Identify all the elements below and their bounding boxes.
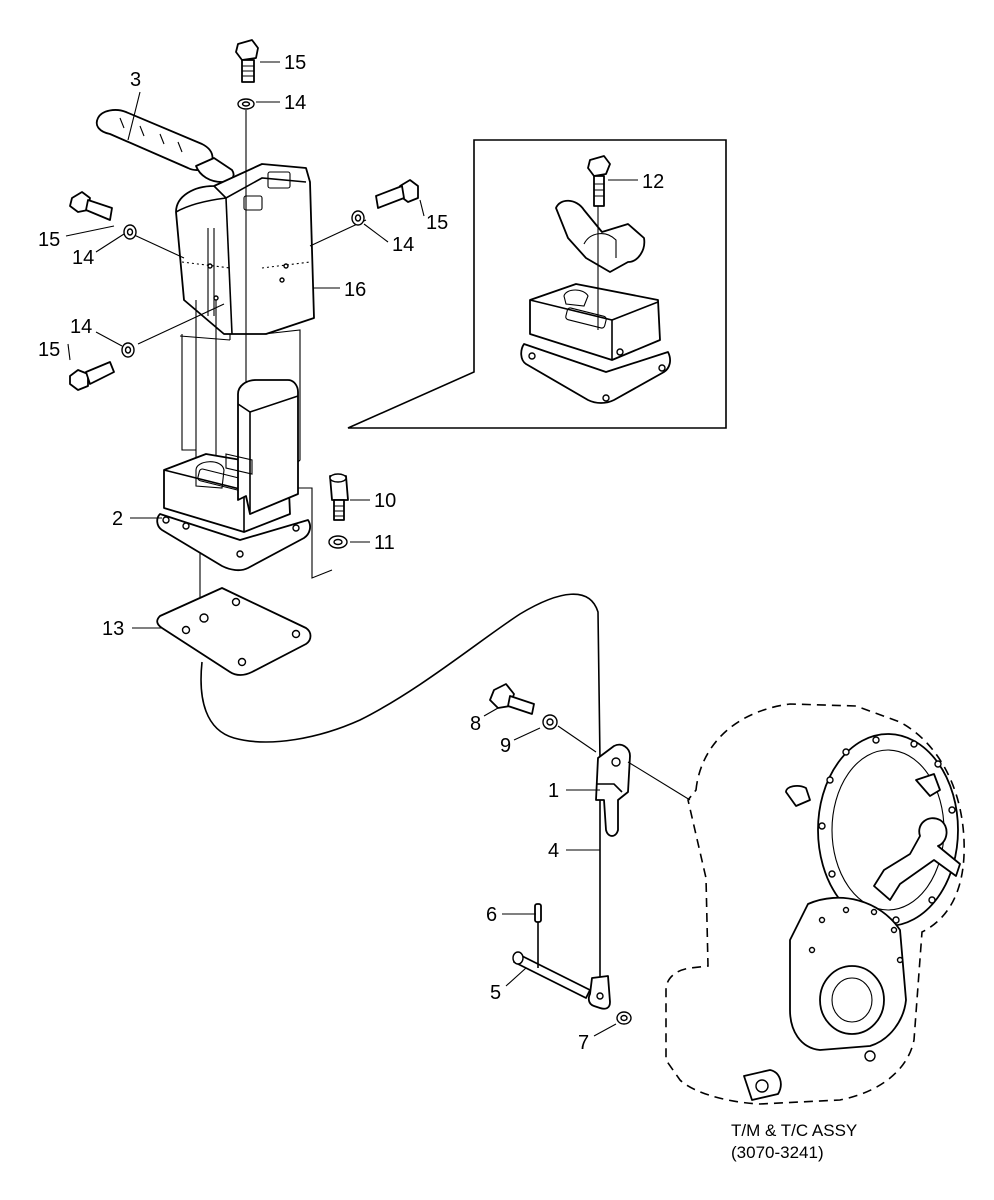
callout-14-left-upper: 14: [72, 247, 94, 269]
callout-10: 10: [374, 490, 396, 512]
callout-13: 13: [102, 618, 124, 640]
lever-housing: [175, 163, 315, 335]
assembly-label: T/M & T/C ASSY (3070-3241): [731, 1121, 857, 1162]
clevis-pin: [512, 951, 591, 999]
washer-14-right: [351, 210, 365, 226]
cable-yoke-end: [587, 975, 611, 1010]
callout-14-right: 14: [392, 234, 414, 256]
washer-14-left-upper: [123, 224, 137, 240]
washer-9: [542, 714, 597, 753]
callout-6: 6: [486, 904, 497, 926]
bolt-15-top: [235, 39, 259, 83]
callout-labels: 15 14 3 15 14 15 14 16 14 15 12 10 11 2 …: [38, 52, 664, 1054]
assembly-label-line2: (3070-3241): [731, 1143, 824, 1162]
callout-12: 12: [642, 171, 664, 193]
transmission-assembly: [627, 703, 965, 1105]
mounting-plate: [156, 587, 312, 676]
callout-9: 9: [500, 735, 511, 757]
callout-1: 1: [548, 780, 559, 802]
callout-4: 4: [548, 840, 559, 862]
callout-14-top: 14: [284, 92, 306, 114]
callout-8: 8: [470, 713, 481, 735]
bolt-15-right: [375, 179, 419, 209]
cable-clip: [595, 743, 631, 837]
washer-14-left-lower: [121, 342, 135, 358]
shift-lever-handle: [95, 109, 235, 183]
detail-inset: [347, 139, 727, 429]
mounting-bracket: [156, 379, 311, 572]
washer-14-top: [237, 98, 255, 110]
bolt-15-left-lower: [69, 361, 115, 391]
callout-5: 5: [490, 982, 501, 1004]
socket-bolt-10: [329, 473, 349, 521]
callout-leaders: [65, 61, 638, 1037]
control-cable: [200, 593, 601, 978]
callout-15-left-upper: 15: [38, 229, 60, 251]
inset-bracket-top: [555, 199, 646, 273]
inset-bracket-base: [520, 283, 671, 404]
callout-11: 11: [374, 532, 395, 554]
bolt-8: [489, 683, 535, 715]
callout-3: 3: [130, 69, 141, 91]
callout-15-left-lower: 15: [38, 339, 60, 361]
callout-14-left-lower: 14: [70, 316, 92, 338]
callout-15-top: 15: [284, 52, 306, 74]
split-pin: [534, 903, 542, 968]
assembly-label-line1: T/M & T/C ASSY: [731, 1121, 857, 1140]
inset-bolt-12: [587, 155, 611, 207]
callout-2: 2: [112, 508, 123, 530]
bolt-15-left-upper: [69, 191, 113, 221]
callout-7: 7: [578, 1032, 589, 1054]
callout-15-right: 15: [426, 212, 448, 234]
washer-11: [328, 535, 348, 549]
callout-16: 16: [344, 279, 366, 301]
washer-7: [616, 1011, 632, 1025]
